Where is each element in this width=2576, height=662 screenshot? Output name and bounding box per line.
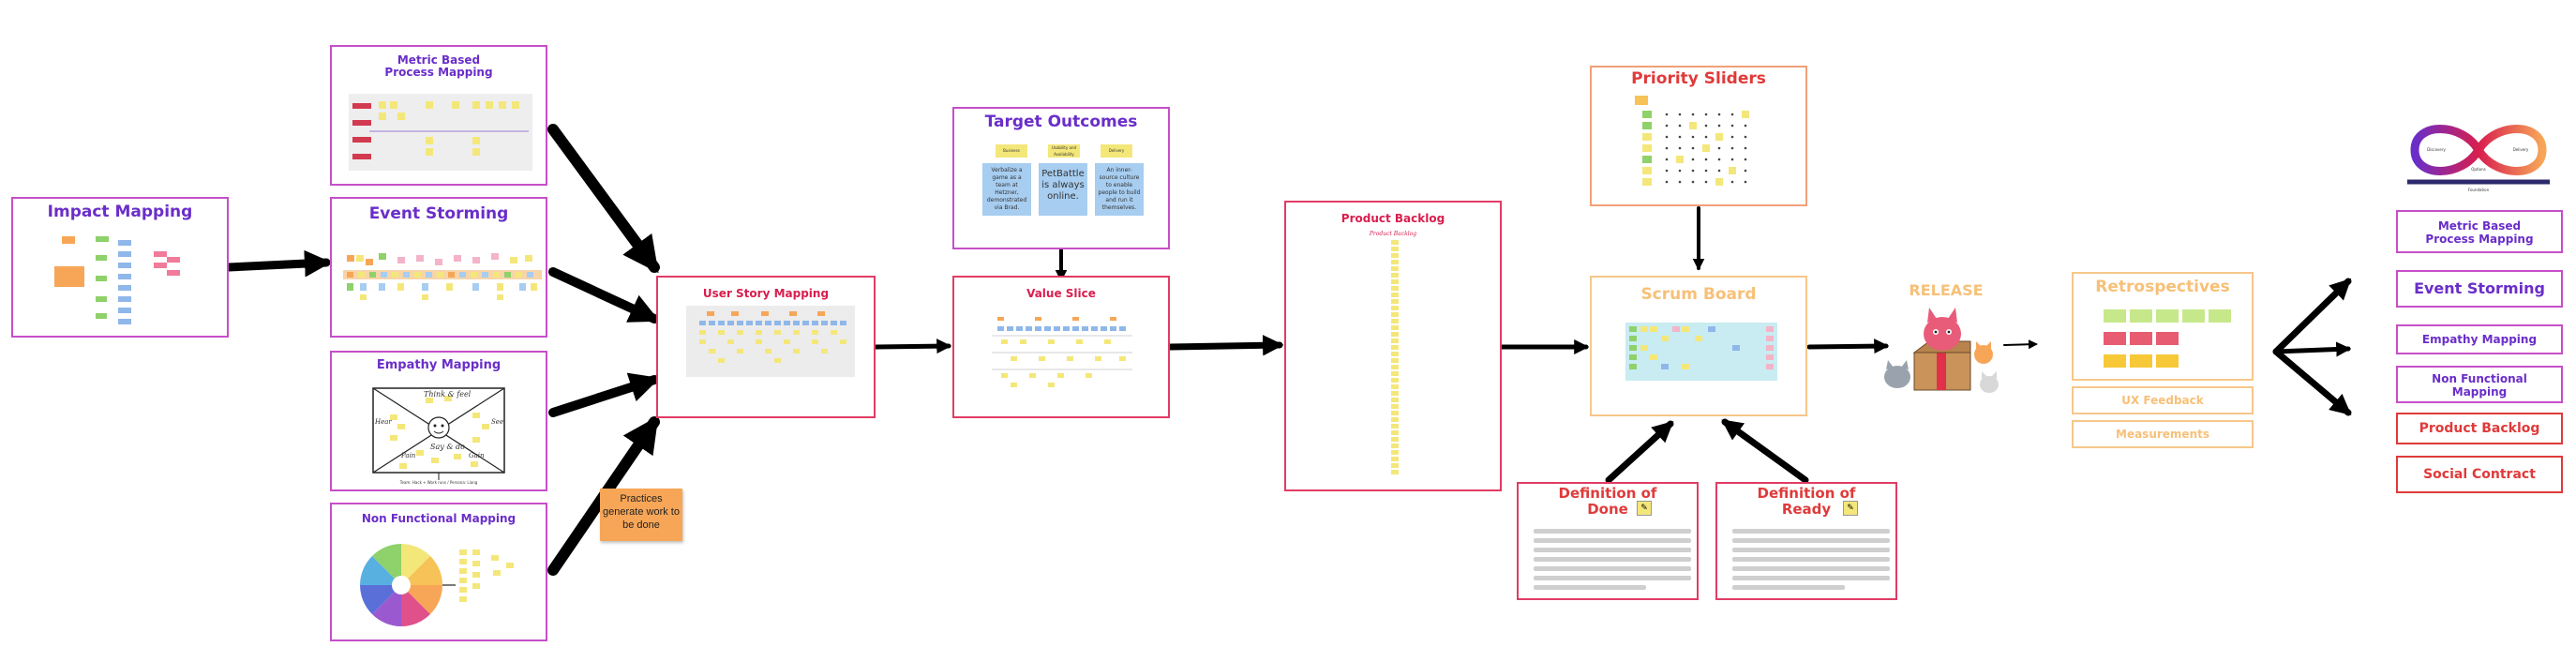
value-slice-frame[interactable]: Value Slice bbox=[952, 276, 1170, 418]
right-social-contract-box[interactable]: Social Contract bbox=[2396, 456, 2563, 493]
value-slice-thumbnail bbox=[992, 317, 1132, 387]
target-card-3: An inner-source culture to enable people… bbox=[1095, 163, 1144, 216]
measurements-frame[interactable]: Measurements bbox=[2072, 420, 2254, 448]
dod-icon: ✎ bbox=[1637, 501, 1652, 516]
right-product-backlog-box[interactable]: Product Backlog bbox=[2396, 413, 2563, 444]
nonfunctional-mapping-frame[interactable]: Non Functional Mapping bbox=[330, 503, 547, 641]
target-outcomes-frame[interactable]: Target Outcomes Business Usability and A… bbox=[952, 107, 1170, 249]
arrow-value-backlog bbox=[1166, 335, 1284, 356]
scrum-board-thumbnail bbox=[1625, 323, 1777, 381]
dor-icon: ✎ bbox=[1843, 501, 1858, 516]
empathy-map-thumbnail bbox=[372, 387, 505, 480]
practices-note: Practices generate work to be done bbox=[600, 489, 682, 541]
value-slice-title: Value Slice bbox=[1026, 287, 1096, 300]
target-header-2: Usability and Availability bbox=[1048, 144, 1080, 158]
metric-mapping-title: Metric Based Process Mapping bbox=[384, 53, 493, 79]
retrospectives-frame[interactable]: Retrospectives bbox=[2072, 272, 2254, 381]
scrum-board-frame[interactable]: Scrum Board bbox=[1590, 276, 1807, 416]
arrow-release-retro bbox=[2003, 339, 2038, 350]
ux-feedback-title: UX Feedback bbox=[2121, 394, 2204, 407]
nonfunctional-wheel-thumbnail bbox=[360, 544, 514, 626]
empathy-mapping-title: Empathy Mapping bbox=[376, 358, 502, 372]
priority-sliders-title: Priority Sliders bbox=[1631, 69, 1766, 88]
logo-left-label: Discovery bbox=[2427, 147, 2446, 152]
retrospectives-title: Retrospectives bbox=[2095, 278, 2230, 296]
logo-mid-label: Options bbox=[2471, 167, 2485, 172]
target-header-1: Business bbox=[996, 144, 1027, 158]
target-card-2: PetBattle is always online. bbox=[1039, 163, 1087, 216]
empathy-label-thinks: Think & feel bbox=[424, 390, 472, 399]
event-storming-frame[interactable]: Event Storming bbox=[330, 197, 547, 338]
arrow-empathy-usm bbox=[548, 372, 661, 417]
metric-mapping-frame[interactable]: Metric Based Process Mapping bbox=[330, 45, 547, 186]
release-cats-illustration bbox=[1884, 308, 1999, 393]
right-nonfunctional-mapping-box[interactable]: Non Functional Mapping bbox=[2396, 366, 2563, 403]
release-label: RELEASE bbox=[1909, 281, 1984, 299]
product-backlog-frame[interactable]: Product Backlog Product Backlog bbox=[1284, 201, 1502, 491]
right-metric-mapping-box[interactable]: Metric Based Process Mapping bbox=[2396, 210, 2563, 253]
backlog-sticky-column bbox=[1391, 240, 1399, 474]
user-story-map-thumbnail bbox=[686, 306, 855, 377]
right-empathy-mapping-box[interactable]: Empathy Mapping bbox=[2396, 324, 2563, 354]
product-backlog-subtitle: Product Backlog bbox=[1369, 231, 1417, 237]
metric-map-thumbnail bbox=[349, 94, 532, 171]
target-card-1: Verbalize a game as a team at Hetzner, d… bbox=[982, 163, 1031, 216]
arrow-retro-event bbox=[2273, 341, 2352, 357]
event-storming-thumbnail bbox=[343, 253, 542, 300]
impact-map-thumbnail bbox=[54, 236, 180, 324]
measurements-title: Measurements bbox=[2116, 428, 2209, 441]
nonfunctional-mapping-title: Non Functional Mapping bbox=[361, 512, 517, 525]
target-header-3: Delivery bbox=[1101, 144, 1132, 158]
arrow-scrum-release bbox=[1806, 339, 1890, 354]
event-storming-title: Event Storming bbox=[368, 204, 509, 223]
empathy-label-says: Say & do bbox=[430, 443, 465, 451]
target-outcomes-title: Target Outcomes bbox=[984, 113, 1138, 131]
scrum-board-title: Scrum Board bbox=[1640, 285, 1757, 304]
product-backlog-title: Product Backlog bbox=[1340, 212, 1445, 225]
arrow-retro-nf bbox=[2272, 348, 2352, 416]
impact-mapping-frame[interactable]: Impact Mapping bbox=[11, 197, 229, 338]
empathy-label-pain: Pain bbox=[401, 452, 416, 459]
logo-right-label: Delivery bbox=[2513, 147, 2529, 152]
empathy-label-sees: See bbox=[491, 418, 504, 426]
impact-mapping-title: Impact Mapping bbox=[47, 203, 193, 221]
arrow-impact-event bbox=[224, 249, 332, 278]
priority-sliders-grid bbox=[1635, 96, 1749, 186]
discovery-delivery-logo: Discovery Delivery Options Foundation bbox=[2407, 125, 2550, 192]
arrow-metric-usm bbox=[547, 124, 660, 274]
ux-feedback-frame[interactable]: UX Feedback bbox=[2072, 386, 2254, 414]
definition-of-ready-title: Definition of Ready bbox=[1757, 485, 1856, 518]
definition-of-done-frame[interactable]: Definition of Done ✎ bbox=[1517, 482, 1699, 600]
priority-sliders-frame[interactable]: Priority Sliders bbox=[1590, 66, 1807, 206]
arrow-event-usm bbox=[548, 267, 660, 323]
empathy-mapping-frame[interactable]: Empathy Mapping Think & feel Say & do He… bbox=[330, 351, 547, 491]
empathy-label-gain: Gain bbox=[469, 452, 485, 459]
empathy-caption: Team: Hack + Work runs / Persona: Liang bbox=[399, 480, 478, 485]
arrow-dod-scrum bbox=[1605, 420, 1674, 484]
user-story-mapping-frame[interactable]: User Story Mapping bbox=[656, 276, 876, 418]
logo-foundation-label: Foundation bbox=[2468, 188, 2490, 192]
user-story-mapping-title: User Story Mapping bbox=[702, 287, 830, 300]
definition-of-ready-frame[interactable]: Definition of Ready ✎ bbox=[1715, 482, 1897, 600]
arrow-usm-value bbox=[873, 339, 952, 354]
definition-of-done-title: Definition of Done bbox=[1558, 485, 1657, 518]
arrow-retro-metric bbox=[2272, 278, 2352, 355]
empathy-label-hears: Hear bbox=[375, 418, 392, 426]
arrow-dor-scrum bbox=[1721, 418, 1809, 484]
retro-stickies bbox=[2104, 309, 2231, 368]
right-event-storming-box[interactable]: Event Storming bbox=[2396, 270, 2563, 308]
